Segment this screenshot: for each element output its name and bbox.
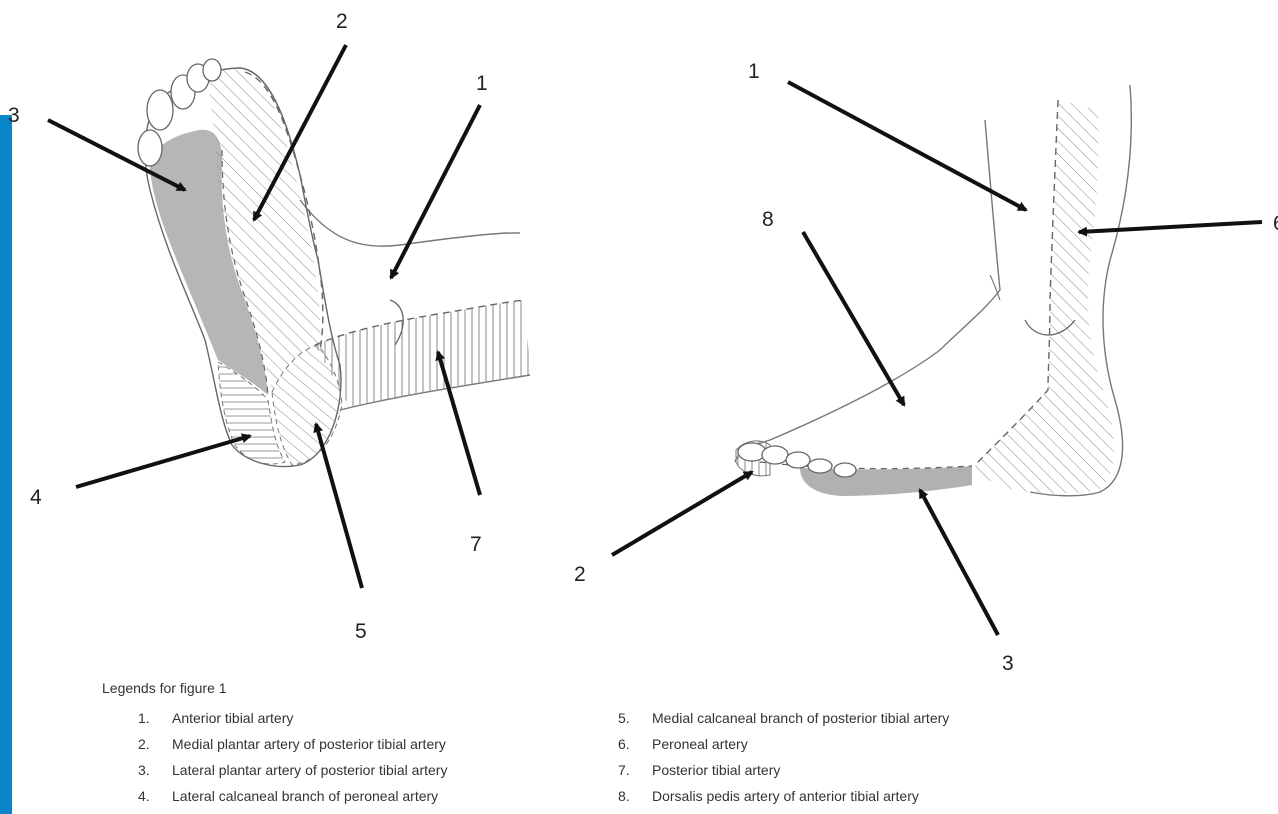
legend-item-8: 8.Dorsalis pedis artery of anterior tibi… xyxy=(618,786,949,812)
arrow-right-1 xyxy=(788,82,1026,210)
legend-item-2: 2.Medial plantar artery of posterior tib… xyxy=(138,734,447,760)
label-left-4: 4 xyxy=(30,486,42,509)
label-left-1: 1 xyxy=(476,72,488,95)
label-right-8: 8 xyxy=(762,208,774,231)
right-leg-front-outline xyxy=(735,120,1000,462)
legend-item-4: 4.Lateral calcaneal branch of peroneal a… xyxy=(138,786,447,812)
arrow-left-5 xyxy=(316,424,362,588)
legend-title: Legends for figure 1 xyxy=(102,680,227,696)
label-right-3: 3 xyxy=(1002,652,1014,675)
arrow-right-2 xyxy=(612,472,752,555)
label-left-3: 3 xyxy=(8,104,20,127)
legend-item-3: 3.Lateral plantar artery of posterior ti… xyxy=(138,760,447,786)
label-right-2: 2 xyxy=(574,563,586,586)
arrow-right-8 xyxy=(803,232,904,405)
label-left-7: 7 xyxy=(470,533,482,556)
label-left-2: 2 xyxy=(336,10,348,33)
right-zone-peroneal xyxy=(975,100,1114,493)
label-right-6-partial: 6 xyxy=(1273,212,1278,235)
legend-item-6: 6.Peroneal artery xyxy=(618,734,949,760)
arrow-left-1 xyxy=(391,105,480,278)
legend-list-left: 1.Anterior tibial artery 2.Medial planta… xyxy=(138,708,447,812)
right-foot-drawing xyxy=(735,85,1131,496)
label-left-5: 5 xyxy=(355,620,367,643)
legend-item-5: 5.Medial calcaneal branch of posterior t… xyxy=(618,708,949,734)
legend-list-right: 5.Medial calcaneal branch of posterior t… xyxy=(618,708,949,812)
arrow-right-6 xyxy=(1079,222,1262,232)
label-right-1: 1 xyxy=(748,60,760,83)
foot-angiosome-figure: 1 2 3 4 5 7 1 8 2 3 6 xyxy=(0,0,1278,680)
arrow-left-4 xyxy=(76,436,250,487)
arrow-right-3 xyxy=(920,490,998,635)
legend-item-1: 1.Anterior tibial artery xyxy=(138,708,447,734)
legend-item-7: 7.Posterior tibial artery xyxy=(618,760,949,786)
